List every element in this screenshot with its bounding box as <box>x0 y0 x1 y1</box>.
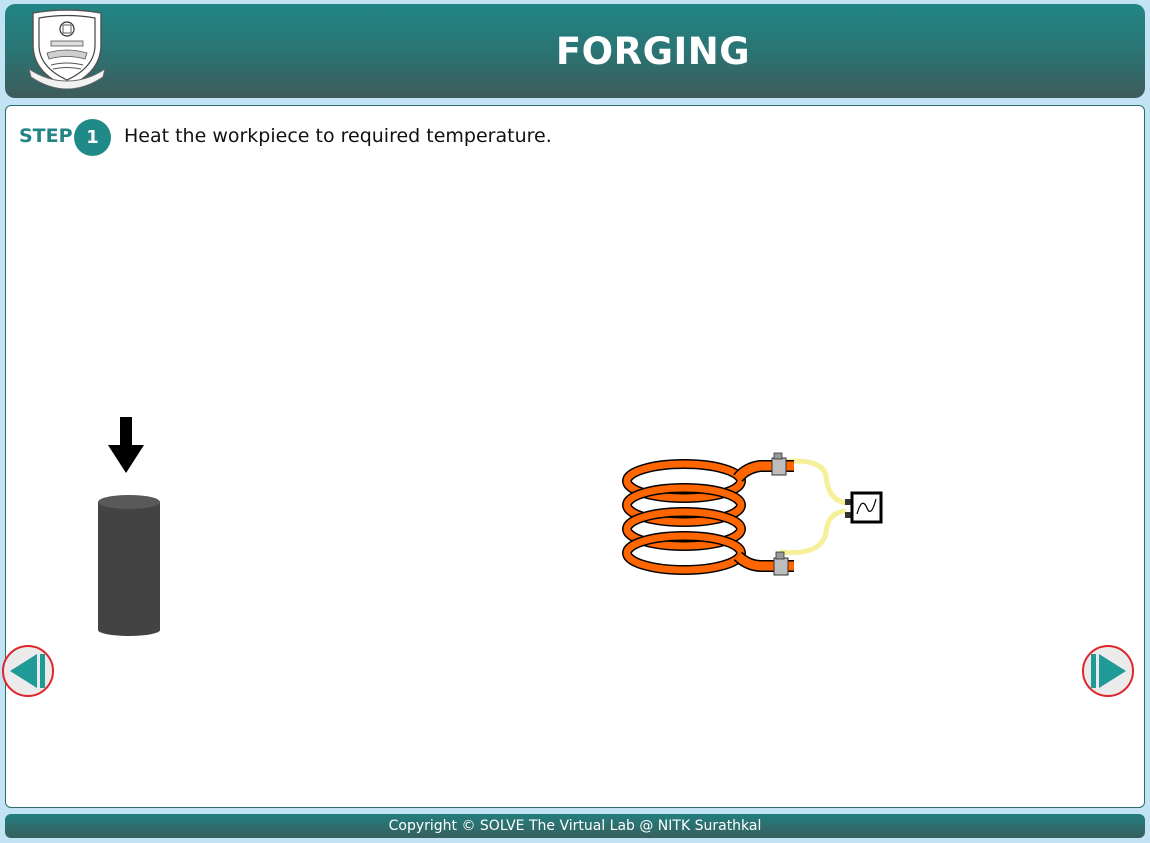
nitk-emblem-icon <box>28 9 106 89</box>
workpiece-cylinder[interactable] <box>96 494 162 638</box>
previous-icon <box>10 654 45 688</box>
footer-bar: Copyright © SOLVE The Virtual Lab @ NITK… <box>5 814 1145 838</box>
header-bar: FORGING <box>5 4 1145 98</box>
step-instruction: Heat the workpiece to required temperatu… <box>124 125 552 147</box>
down-arrow-icon <box>108 417 144 473</box>
next-button[interactable] <box>1082 645 1134 697</box>
copyright-text: Copyright © SOLVE The Virtual Lab @ NITK… <box>388 818 762 834</box>
previous-button[interactable] <box>2 645 54 697</box>
step-number-badge: 1 <box>74 119 111 156</box>
main-panel: STEP 1 Heat the workpiece to required te… <box>5 105 1145 808</box>
induction-coil <box>622 452 883 576</box>
page-title: FORGING <box>555 29 751 73</box>
next-icon <box>1091 654 1126 688</box>
step-label: STEP <box>19 125 73 147</box>
